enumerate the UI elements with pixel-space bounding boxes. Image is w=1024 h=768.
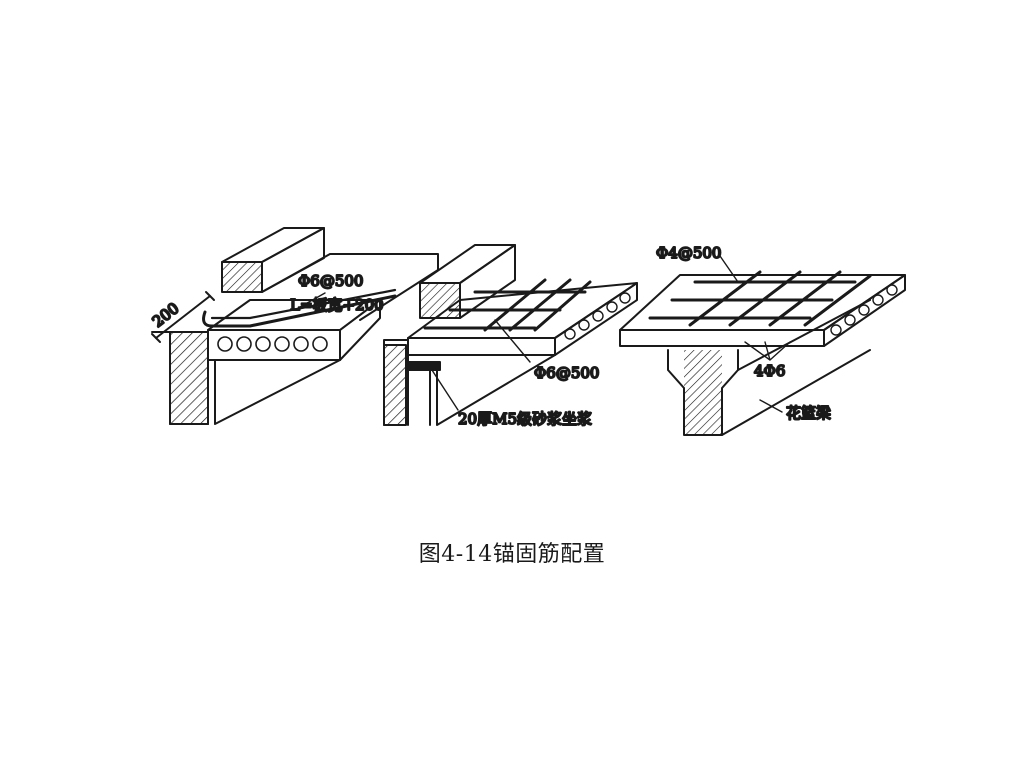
right-beam-web-shade xyxy=(684,350,722,435)
left-upper-slab xyxy=(261,253,439,321)
left-slab-side xyxy=(339,299,381,361)
left-anchor-bar xyxy=(202,294,397,328)
right-slab-holes xyxy=(830,284,898,336)
label-left-dimension: 200 xyxy=(149,299,183,331)
label-right-bottom-rebar: 4Φ6 xyxy=(754,362,785,380)
middle-block-front xyxy=(419,282,461,319)
middle-wall-hatch xyxy=(383,344,407,426)
right-leader-beam xyxy=(759,399,783,413)
right-detail xyxy=(619,255,906,436)
figure-caption: 图4-14锚固筋配置 xyxy=(418,542,606,567)
label-left-rebar-spec: Φ6@500 xyxy=(298,272,363,290)
middle-block-side xyxy=(459,244,516,319)
label-left-rebar-length: L=板宽+200 xyxy=(290,296,384,314)
right-leader-top xyxy=(719,255,739,283)
right-rebar-mesh xyxy=(648,270,872,327)
left-wall-hatch xyxy=(169,331,209,425)
middle-slab-side xyxy=(554,282,638,356)
left-slab-holes xyxy=(217,336,328,352)
left-block-front xyxy=(221,261,263,293)
left-dimension-tick-b xyxy=(205,291,215,301)
middle-slab-front xyxy=(407,337,556,356)
left-wall-face xyxy=(207,359,341,425)
right-beam-long-face xyxy=(721,299,871,436)
label-middle-rebar-spec: Φ6@500 xyxy=(534,364,599,382)
label-right-top-rebar-spec: Φ4@500 xyxy=(656,244,721,262)
middle-rebar-mesh xyxy=(423,278,592,332)
left-dimension-tick-a xyxy=(151,333,161,343)
middle-detail xyxy=(383,244,638,426)
middle-leader-rebar xyxy=(494,319,531,363)
left-detail xyxy=(151,227,439,425)
right-beam-flange xyxy=(619,329,825,347)
right-leader-bottom xyxy=(744,341,791,361)
middle-leader-mortar xyxy=(429,366,459,411)
middle-wall-face xyxy=(429,354,556,426)
middle-wall xyxy=(383,339,409,426)
middle-mortar-bed xyxy=(407,361,441,371)
left-leader xyxy=(299,292,326,308)
left-dimension-line xyxy=(155,295,211,339)
left-slab-front xyxy=(207,329,341,361)
middle-slab-holes xyxy=(564,292,631,340)
label-right-beam: 花篮梁 xyxy=(786,404,831,422)
label-middle-mortar: 20厚M5级砂浆坐浆 xyxy=(458,410,592,428)
left-anchor-bar-upper xyxy=(210,288,397,320)
